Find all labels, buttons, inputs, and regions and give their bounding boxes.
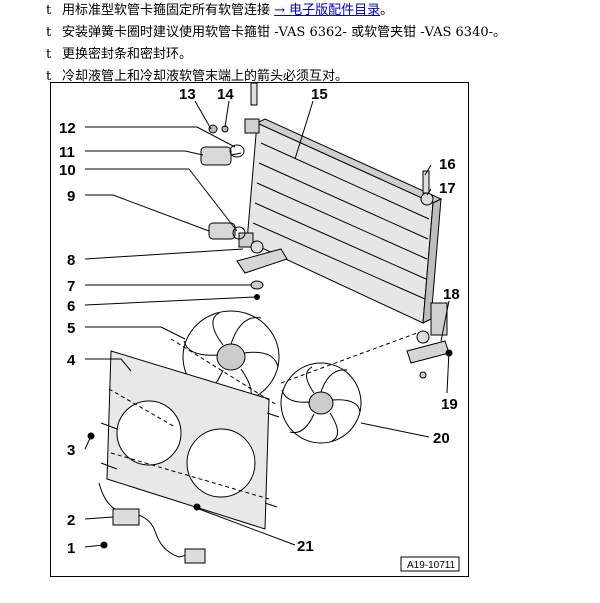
callout-11: 11 <box>59 144 75 161</box>
note-suffix: 。 <box>380 3 394 18</box>
callout-4: 4 <box>67 352 76 369</box>
fan-20-drawing <box>280 362 362 444</box>
bullet-mark: t <box>46 69 52 84</box>
note-text: 安装弹簧卡圈时建议使用软管卡箍钳 -VAS 6362- 或软管夹钳 -VAS 6… <box>62 25 506 40</box>
callout-5: 5 <box>67 320 75 337</box>
callout-9: 9 <box>67 188 75 205</box>
fan-shroud-drawing <box>100 350 280 530</box>
callout-15: 15 <box>311 86 328 103</box>
callout-13: 13 <box>179 86 196 103</box>
callout-21: 21 <box>297 538 314 555</box>
callout-16: 16 <box>439 156 456 173</box>
callout-1: 1 <box>67 540 75 557</box>
callout-17: 17 <box>439 180 456 197</box>
radiator-drawing <box>238 118 448 336</box>
callout-8: 8 <box>67 252 75 269</box>
parts-catalog-link[interactable]: → 电子版配件目录 <box>274 3 381 18</box>
callout-10: 10 <box>59 162 76 179</box>
note-text: 更换密封条和密封环。 <box>62 47 193 62</box>
callout-7: 7 <box>67 278 75 295</box>
note-3: t 更换密封条和密封环。 <box>46 44 586 66</box>
bullet-mark: t <box>46 3 52 18</box>
instruction-notes: t 用标准型软管卡箍固定所有软管连接 → 电子版配件目录。 t 安装弹簧卡圈时建议使… <box>46 0 586 88</box>
bullet-mark: t <box>46 25 52 40</box>
note-2: t 安装弹簧卡圈时建议使用软管卡箍钳 -VAS 6362- 或软管夹钳 -VAS … <box>46 22 586 44</box>
callout-20: 20 <box>433 430 450 447</box>
bracket-drawings <box>236 240 453 379</box>
hose-fittings <box>200 82 434 240</box>
exploded-view-figure: 13 14 15 12 11 10 9 16 17 8 7 6 5 18 4 1… <box>50 82 469 577</box>
figure-id: A19-10711 <box>407 560 456 571</box>
exploded-view-drawing: 13 14 15 12 11 10 9 16 17 8 7 6 5 18 4 1… <box>59 82 460 572</box>
callout-3: 3 <box>67 442 75 459</box>
callout-18: 18 <box>443 286 460 303</box>
note-4: t 冷却液管上和冷却液软管末端上的箭头必须互对。 <box>46 66 586 88</box>
figure-id-box <box>400 556 460 572</box>
callout-6: 6 <box>67 298 75 315</box>
leader-lines <box>84 100 450 548</box>
note-1: t 用标准型软管卡箍固定所有软管连接 → 电子版配件目录。 <box>46 0 586 22</box>
bullet-mark: t <box>46 47 52 62</box>
note-text: 用标准型软管卡箍固定所有软管连接 <box>62 3 275 18</box>
callout-14: 14 <box>217 86 234 103</box>
callout-19: 19 <box>441 396 458 413</box>
callout-12: 12 <box>59 120 76 137</box>
callout-labels: 13 14 15 12 11 10 9 16 17 8 7 6 5 18 4 1… <box>59 86 460 557</box>
note-text: 冷却液管上和冷却液软管末端上的箭头必须互对。 <box>62 69 349 84</box>
assembly-guide-lines <box>108 332 418 500</box>
callout-2: 2 <box>67 512 75 529</box>
